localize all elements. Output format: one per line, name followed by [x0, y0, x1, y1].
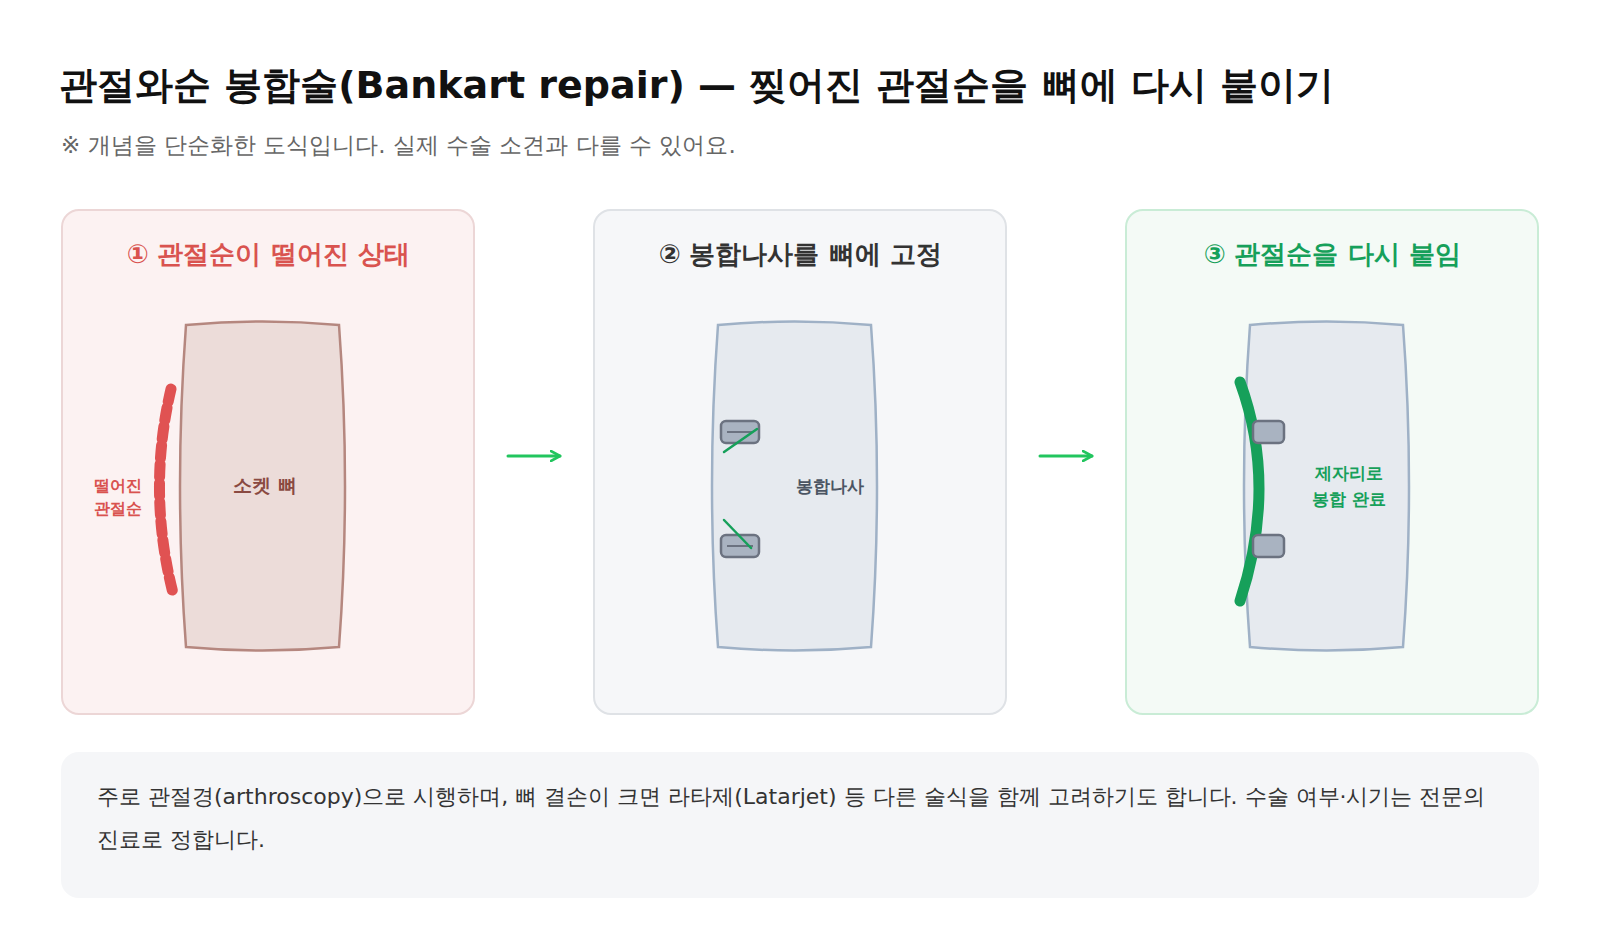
glenoid-bone: 제자리로 봉합 완료	[1245, 321, 1408, 651]
bone-shape	[1244, 322, 1409, 651]
step-panel: ③ 관절순을 다시 붙임제자리로 봉합 완료	[1125, 209, 1539, 715]
step-panel: ② 봉합나사를 뼈에 고정봉합나사	[593, 209, 1007, 715]
glenoid-bone: 소켓 뼈	[181, 321, 344, 651]
suture-thread	[724, 520, 751, 548]
part-label: 떨어진 관절순	[91, 474, 145, 520]
bone-outline	[1245, 321, 1408, 651]
bone-shape	[180, 322, 345, 651]
note-text: 주로 관절경(arthroscopy)으로 시행하며, 뼈 결손이 크면 라타제…	[97, 776, 1503, 862]
suture-anchor	[1253, 421, 1284, 443]
page-caption: ※ 개념을 단순화한 도식입니다. 실제 수술 소견과 다를 수 있어요.	[61, 130, 736, 161]
step-heading: ③ 관절순을 다시 붙임	[1137, 237, 1527, 272]
page-title: 관절와순 봉합술(Bankart repair) — 찢어진 관절순을 뼈에 다…	[59, 60, 1334, 111]
info-note: 주로 관절경(arthroscopy)으로 시행하며, 뼈 결손이 크면 라타제…	[61, 752, 1539, 898]
bone-shape	[712, 322, 877, 651]
suture-thread	[724, 429, 757, 452]
bone-label: 소켓 뼈	[233, 471, 297, 500]
bone-label: 제자리로 봉합 완료	[1305, 460, 1393, 513]
bone-label: 봉합나사	[796, 473, 864, 499]
reattached-labrum	[1240, 382, 1259, 601]
step-heading: ② 봉합나사를 뼈에 고정	[605, 237, 995, 272]
glenoid-bone: 봉합나사	[713, 321, 876, 651]
step-arrow	[1040, 455, 1092, 458]
anchor-slot	[727, 431, 753, 433]
step-heading: ① 관절순이 떨어진 상태	[73, 237, 463, 272]
step-panel: ① 관절순이 떨어진 상태소켓 뼈 떨어진 관절순	[61, 209, 475, 715]
suture-anchor	[1253, 535, 1284, 557]
step-arrow	[508, 455, 560, 458]
torn-labrum	[159, 389, 173, 593]
